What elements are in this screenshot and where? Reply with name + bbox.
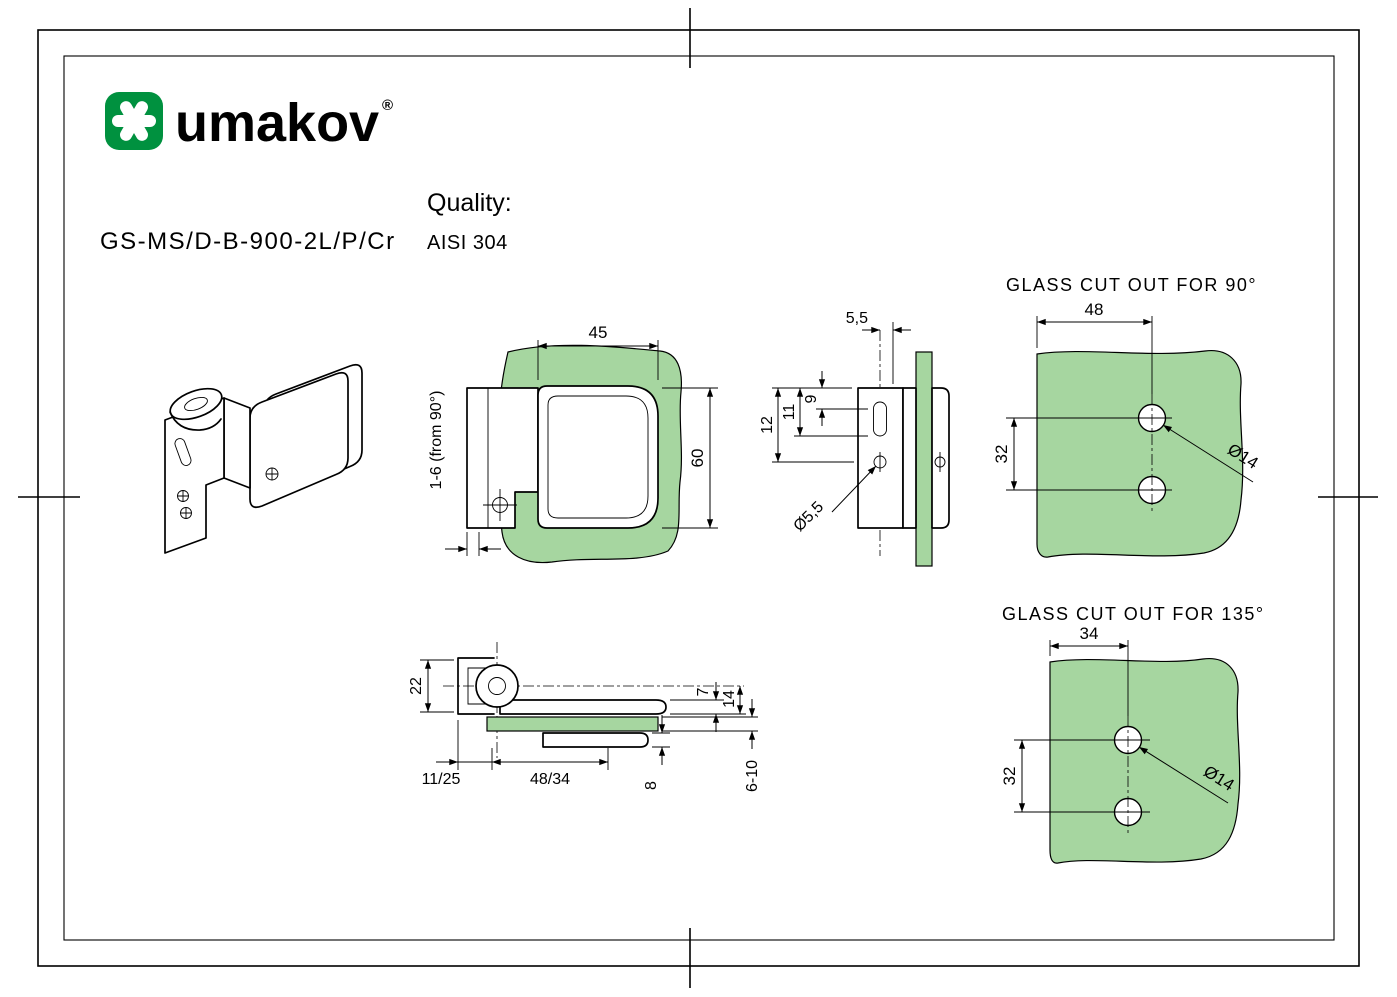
dim-cutout90-spacing: 32 — [992, 418, 1018, 490]
glass-panel — [1049, 658, 1241, 864]
brand-logo: umakov ® — [105, 92, 393, 153]
dim-label: 32 — [992, 445, 1011, 464]
view-side: 5,5 9 11 12 Ø5,5 — [759, 310, 950, 567]
view-isometric — [164, 363, 363, 554]
dim-label: 45 — [589, 323, 608, 342]
dim-side-offset: 5,5 — [846, 310, 911, 384]
view-bottom: 22 11/25 48/34 7 14 6-10 8 — [408, 642, 761, 792]
glass-edge — [486, 716, 659, 732]
dim-cutout135-edge: 34 — [1049, 624, 1129, 716]
dim-label: 32 — [1000, 767, 1019, 786]
dim-label: 11/25 — [422, 771, 461, 788]
dim-label: 14 — [721, 690, 738, 708]
knuckle-lower-edge — [169, 411, 222, 431]
hinge-pin — [488, 677, 506, 695]
body-side-face — [223, 397, 251, 489]
view-glass-cutout-135: GLASS CUT OUT FOR 135° 34 32 Ø14 — [1000, 604, 1265, 864]
registered-mark: ® — [382, 97, 393, 114]
hinge-pin — [184, 396, 208, 412]
clamp-front-plate — [249, 371, 349, 509]
inner-border — [63, 55, 1335, 941]
screw-cross — [266, 468, 278, 480]
extension-lines — [670, 699, 746, 715]
dim-cutout90-edge: 48 — [1036, 300, 1153, 394]
clamp-plate-top — [499, 699, 667, 715]
dim-label: 11 — [781, 404, 798, 421]
dim-label: Ø5,5 — [791, 498, 828, 535]
extension-lines — [772, 387, 868, 463]
dim-label: 12 — [759, 416, 776, 434]
dim-label: 7 — [695, 687, 712, 696]
cutout-135-title: GLASS CUT OUT FOR 135° — [1002, 604, 1265, 624]
extension-lines — [662, 716, 758, 732]
dim-front-height: 60 — [662, 387, 718, 529]
dim-front-width: 45 — [537, 323, 659, 380]
dim-bottom-lengths: 11/25 48/34 — [422, 720, 609, 788]
view-front: 45 60 1-6 (from 90°) — [428, 323, 718, 564]
logo-text: umakov — [175, 93, 379, 153]
dim-label: 22 — [408, 677, 425, 695]
extension-lines — [466, 532, 480, 556]
screw-cross — [181, 508, 191, 518]
outer-border — [37, 29, 1360, 967]
screw-cross — [178, 491, 188, 501]
dim-label: 6-10 — [744, 760, 761, 792]
dim-label: 8 — [643, 781, 660, 790]
wall-bracket-inner — [467, 667, 494, 705]
dim-cutout135-spacing: 32 — [1000, 740, 1026, 812]
clamp-plate-bottom — [542, 732, 649, 748]
dim-label: 5,5 — [846, 310, 868, 327]
clamp-inner-edge — [547, 395, 649, 519]
clamp-outline — [537, 385, 659, 529]
hole-centerlines-horizontal — [1014, 739, 1150, 813]
cutout-90-title: GLASS CUT OUT FOR 90° — [1006, 275, 1257, 295]
dim-label: 34 — [1080, 624, 1099, 643]
logo-star-icon — [112, 101, 156, 141]
drawing-frame — [18, 8, 1378, 988]
wall-bracket — [457, 657, 495, 715]
dim-bottom-depth: 22 — [408, 659, 454, 713]
glass-edge — [915, 351, 933, 567]
centering-marks — [18, 8, 1378, 988]
screw-cross — [483, 489, 517, 521]
clamp-plate-left — [902, 387, 917, 529]
dim-front-adjustment: 1-6 (from 90°) — [428, 391, 501, 556]
leader-line — [1138, 746, 1229, 804]
dim-label: 1-6 (from 90°) — [428, 391, 445, 490]
leader-line — [1162, 424, 1254, 483]
body-front-face — [164, 397, 225, 554]
leader-line — [831, 465, 877, 513]
dim-label: 48/34 — [530, 771, 570, 788]
glass-panel — [1036, 350, 1244, 558]
dim-label: 9 — [803, 394, 820, 403]
mount-slot — [873, 401, 887, 437]
quality-label: Quality: — [427, 189, 512, 217]
dim-label: 60 — [688, 449, 707, 468]
dim-label: 48 — [1085, 300, 1104, 319]
extension-lines — [652, 732, 670, 748]
view-glass-cutout-90: GLASS CUT OUT FOR 90° 48 32 Ø14 — [992, 275, 1262, 558]
hinge-knuckle — [475, 664, 519, 708]
product-code: GS-MS/D-B-900-2L/P/Cr — [100, 228, 396, 255]
dim-bottom-right-stack: 7 14 6-10 8 — [643, 682, 761, 792]
hole-centerlines-horizontal — [1006, 417, 1172, 491]
wall-plate — [466, 387, 539, 529]
dim-side-stack: 9 11 12 — [759, 371, 868, 463]
header-block: GS-MS/D-B-900-2L/P/Cr Quality: AISI 304 — [100, 189, 512, 255]
quality-value: AISI 304 — [427, 232, 508, 254]
mount-slot — [174, 438, 192, 466]
